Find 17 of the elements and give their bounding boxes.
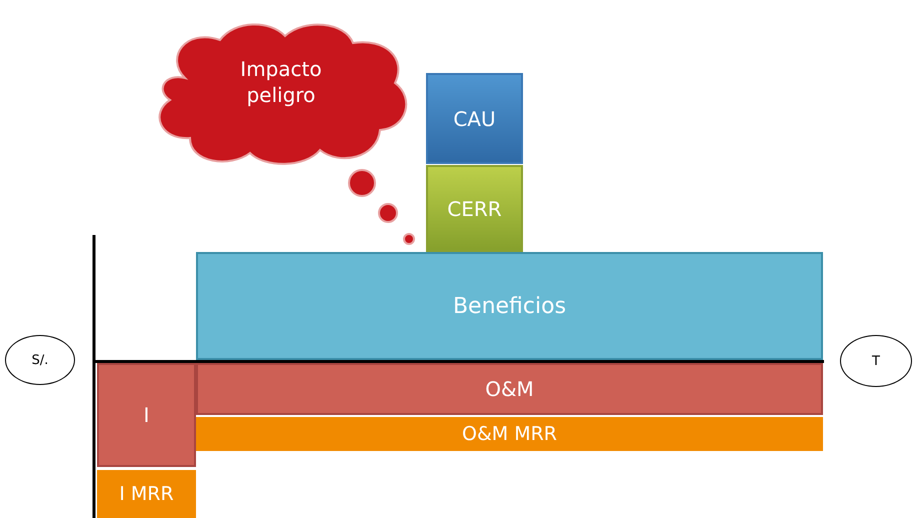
cost-block (196, 417, 823, 451)
benefit-block (196, 252, 823, 360)
cost-block (196, 363, 823, 415)
cost-block (97, 363, 196, 467)
cost-block (97, 470, 196, 518)
block-label: T (872, 354, 880, 368)
block-label: O&M MRR (462, 423, 557, 445)
block-label: Beneficios (452, 294, 566, 318)
block-label: CERR (447, 196, 502, 220)
block-label: I MRR (119, 483, 174, 505)
cost-block (426, 73, 523, 164)
block-label: O&M (485, 377, 534, 401)
block-label: CAU (453, 106, 496, 130)
block-label: S/. (32, 352, 48, 368)
block-label: Impacto peligro (239, 56, 323, 108)
block-label: I (144, 403, 150, 427)
cost-block (426, 165, 523, 252)
